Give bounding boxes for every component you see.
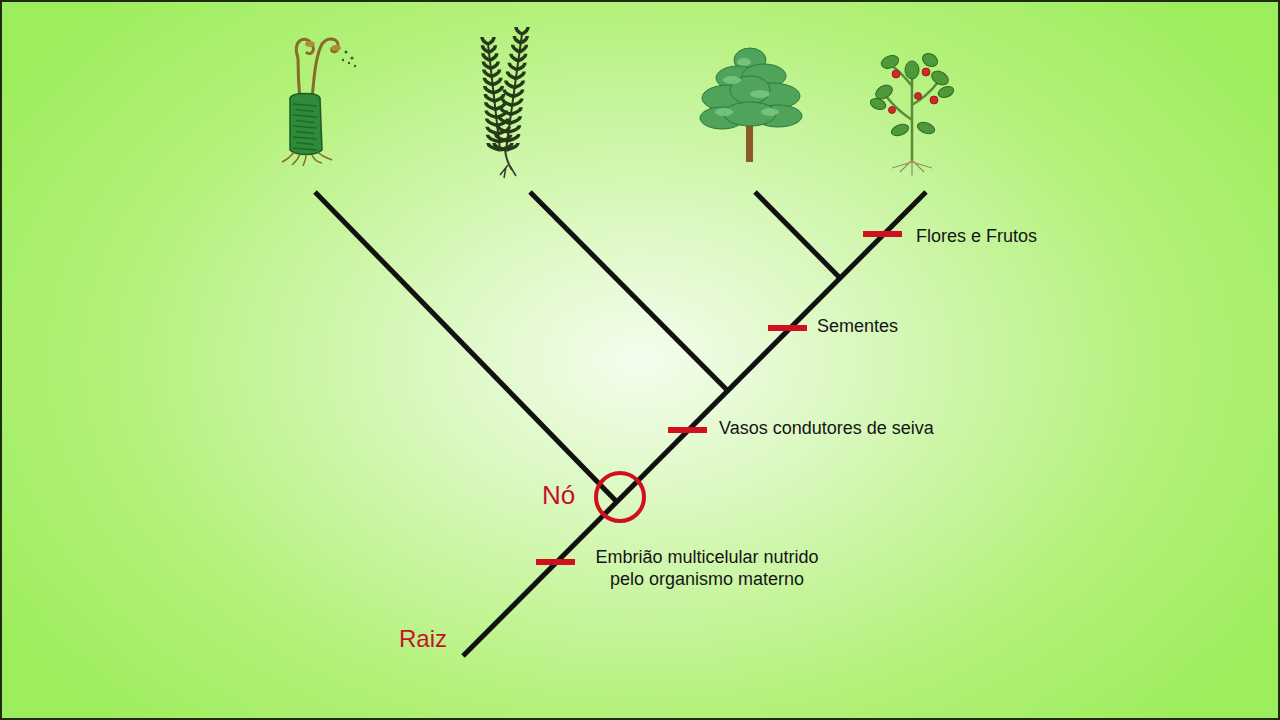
character-label: Flores e Frutos [916,226,1037,248]
fern-branch [530,192,727,390]
conifer-branch [755,192,840,278]
node-circle [596,473,644,521]
node-label: Nó [542,480,575,511]
character-label: Sementes [817,316,898,338]
moss-branch [315,192,617,502]
character-label: Vasos condutores de seiva [719,418,934,440]
character-ticks [536,234,902,562]
character-label: Embrião multicelular nutrido pelo organi… [580,547,834,590]
moss-illustration [282,39,356,166]
tick [536,559,575,565]
fern-illustration [482,27,528,178]
tick [768,325,807,331]
root-label: Raiz [399,625,447,654]
tick [668,427,707,433]
tree-illustration [700,48,802,162]
tick [863,231,902,237]
flowering-plant-illustration [869,51,955,176]
